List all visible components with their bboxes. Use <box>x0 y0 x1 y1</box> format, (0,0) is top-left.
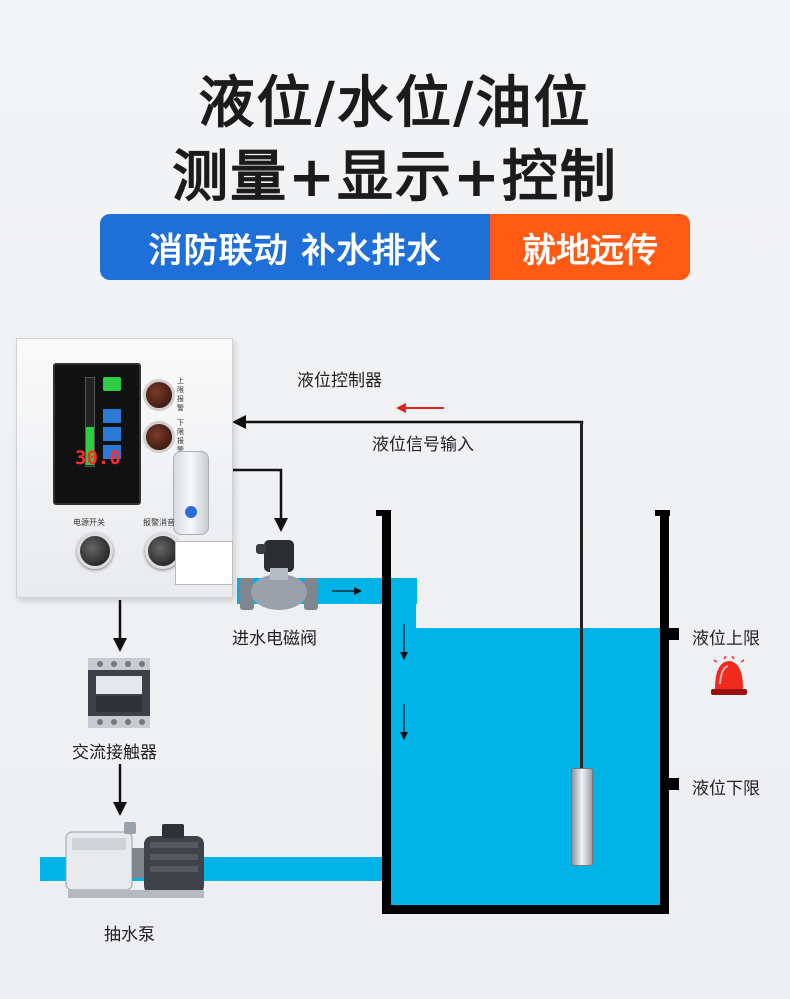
power-switch-knob[interactable] <box>77 533 113 569</box>
bargraph-display <box>53 363 141 505</box>
tank-left-wall <box>382 510 391 913</box>
title-line-1: 液位/水位/油位 <box>198 71 592 136</box>
valve-control-line <box>232 468 283 522</box>
upper-alarm-text: 上限报警 <box>177 377 184 412</box>
water-pump-icon <box>65 822 204 898</box>
contactor-icon <box>88 658 150 728</box>
level-sensor-probe <box>571 768 593 866</box>
power-switch-label: 电源开关 <box>73 518 105 527</box>
alarm-mute-label: 报警消音 <box>143 518 175 527</box>
tank-inflow <box>390 578 416 630</box>
upper-limit-label: 液位上限 <box>692 629 760 649</box>
control-cabinet: 30.0 上限报警 下限报警 电源开关 报警消音 <box>16 338 233 598</box>
solenoid-valve-icon <box>240 540 318 610</box>
sensor-cable <box>580 422 583 772</box>
contactor-label: 交流接触器 <box>72 743 157 763</box>
upper-alarm-lamp <box>143 379 175 411</box>
tank-right-wall <box>660 510 669 913</box>
display-readout: 30.0 <box>75 447 121 469</box>
alarm-beacon-icon <box>711 656 747 695</box>
title-line-2: 测量+显示+控制 <box>172 145 618 210</box>
pump-label: 抽水泵 <box>104 925 155 945</box>
lower-alarm-text: 下限报警 <box>177 419 184 454</box>
banner-orange-segment: 就地远传 <box>490 214 690 280</box>
lower-alarm-lamp <box>143 421 175 453</box>
tank-bottom-wall <box>382 905 669 914</box>
upper-limit-marker <box>667 628 679 640</box>
lower-limit-marker <box>667 778 679 790</box>
signal-input-label: 液位信号输入 <box>372 435 474 455</box>
cabinet-door-handle[interactable] <box>173 451 209 535</box>
signal-arrowhead <box>232 415 246 429</box>
feature-banner: 消防联动 补水排水 就地远传 <box>100 214 690 280</box>
controller-label: 液位控制器 <box>297 371 382 391</box>
banner-blue-segment: 消防联动 补水排水 <box>100 214 490 280</box>
tank-water <box>390 628 662 906</box>
solenoid-valve-label: 进水电磁阀 <box>232 629 317 649</box>
nameplate <box>175 541 233 585</box>
lower-limit-label: 液位下限 <box>692 779 760 799</box>
